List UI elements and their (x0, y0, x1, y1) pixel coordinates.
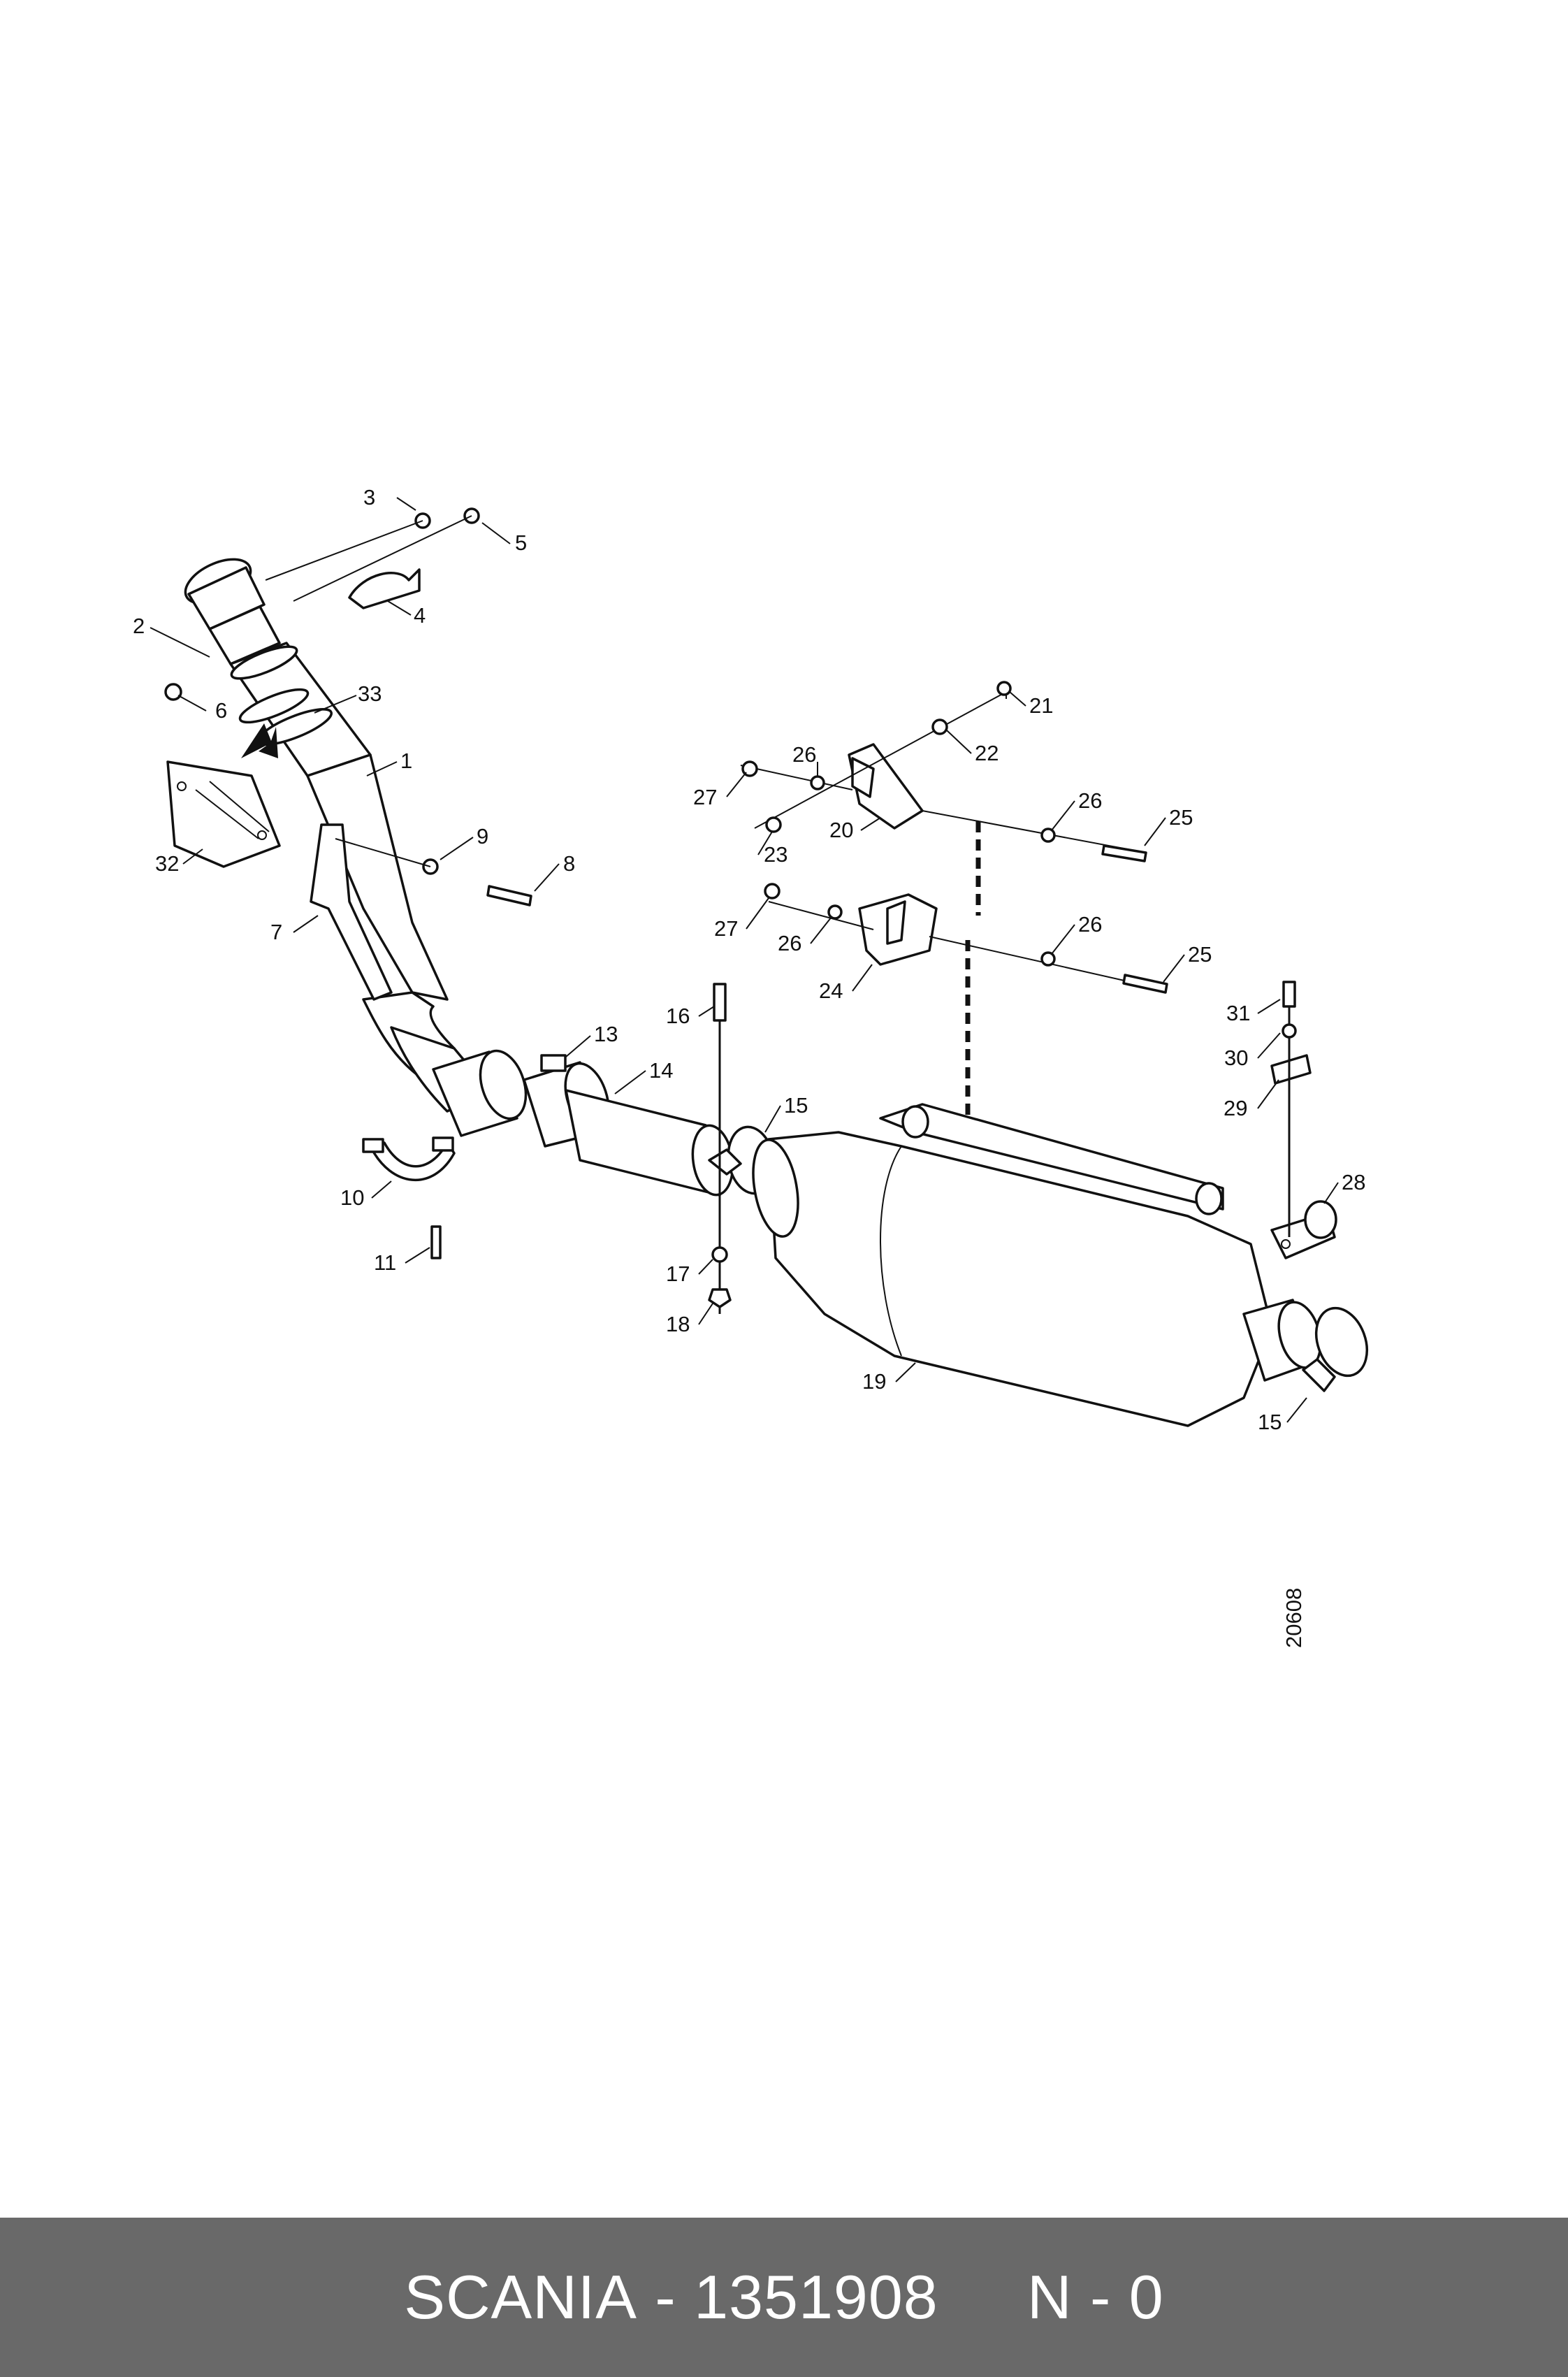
callout-13: 13 (594, 1022, 618, 1046)
callout-8: 8 (563, 851, 575, 876)
callout-26: 26 (778, 931, 801, 955)
callout-30: 30 (1224, 1046, 1248, 1070)
part-number-footer: SCANIA - 1351908 N - 0 (0, 2218, 1568, 2377)
exhaust-system-exploded-diagram: 3 5 2 4 6 33 1 32 9 8 7 21 22 26 27 26 2… (133, 485, 1368, 1648)
callout-22: 22 (975, 741, 999, 765)
callout-15: 15 (784, 1093, 808, 1118)
callout-11: 11 (374, 1250, 396, 1275)
callout-25: 25 (1188, 942, 1212, 967)
callout-32: 32 (155, 851, 179, 876)
callout-2: 2 (133, 614, 145, 638)
callout-28: 28 (1342, 1170, 1365, 1194)
footer-separator: - (637, 2262, 695, 2332)
callout-3: 3 (363, 485, 375, 510)
footer-code: N - 0 (1026, 2262, 1164, 2332)
callout-20: 20 (829, 818, 853, 842)
mounting-rail (879, 1103, 1224, 1215)
clamp-15-rear (1302, 1306, 1368, 1392)
bolt-16 (708, 983, 732, 1314)
sleeve-13 (432, 1049, 528, 1137)
footer-brand: SCANIA (404, 2262, 637, 2332)
bracket-24 (858, 893, 938, 966)
arrow-icon (241, 723, 278, 758)
bracket-20 (848, 743, 924, 830)
rubber-mount-28 (1270, 1200, 1337, 1259)
callout-5: 5 (515, 530, 527, 555)
callout-27: 27 (693, 785, 717, 809)
fasteners (164, 507, 1168, 1259)
bracket-29 (1270, 1054, 1312, 1085)
heat-shield-32 (166, 760, 281, 868)
callout-1: 1 (400, 749, 412, 773)
callout-31: 31 (1226, 1001, 1250, 1025)
callout-23: 23 (764, 842, 787, 867)
dashed-mount-lines (965, 821, 981, 1118)
pipe-clamp-rings (230, 645, 333, 746)
callout-26: 26 (792, 742, 816, 767)
callout-29: 29 (1224, 1096, 1247, 1120)
clamp-4 (348, 568, 421, 609)
leader-lines (265, 515, 472, 867)
callout-18: 18 (666, 1312, 690, 1336)
callout-10: 10 (340, 1185, 364, 1210)
callout-7: 7 (270, 920, 282, 944)
callout-9: 9 (477, 824, 488, 848)
footer-gap (938, 2262, 1027, 2333)
callout-27: 27 (714, 916, 738, 941)
bolt-31 (1282, 981, 1297, 1237)
callout-26: 26 (1078, 912, 1102, 937)
callout-25: 25 (1169, 805, 1193, 830)
callout-21: 21 (1029, 693, 1053, 718)
footer-part-number: 1351908 (694, 2262, 938, 2332)
callout-6: 6 (215, 698, 227, 723)
callout-4: 4 (414, 603, 426, 628)
silencer-19 (752, 1131, 1322, 1427)
bracket-7 (310, 823, 393, 1001)
callout-24: 24 (819, 978, 843, 1003)
callout-leaders (150, 497, 1339, 1423)
callout-labels: 3 5 2 4 6 33 1 32 9 8 7 21 22 26 27 26 2… (133, 485, 1365, 1648)
callout-33: 33 (358, 681, 382, 706)
callout-15: 15 (1258, 1410, 1282, 1434)
callout-26: 26 (1078, 788, 1102, 813)
callout-16: 16 (666, 1004, 690, 1028)
callout-14: 14 (649, 1058, 673, 1083)
callout-19: 19 (862, 1369, 886, 1394)
drawing-number: 20608 (1282, 1588, 1306, 1648)
callout-17: 17 (666, 1262, 690, 1286)
intermediate-pipe-14 (565, 1089, 734, 1197)
clamp-10 (362, 1136, 456, 1181)
